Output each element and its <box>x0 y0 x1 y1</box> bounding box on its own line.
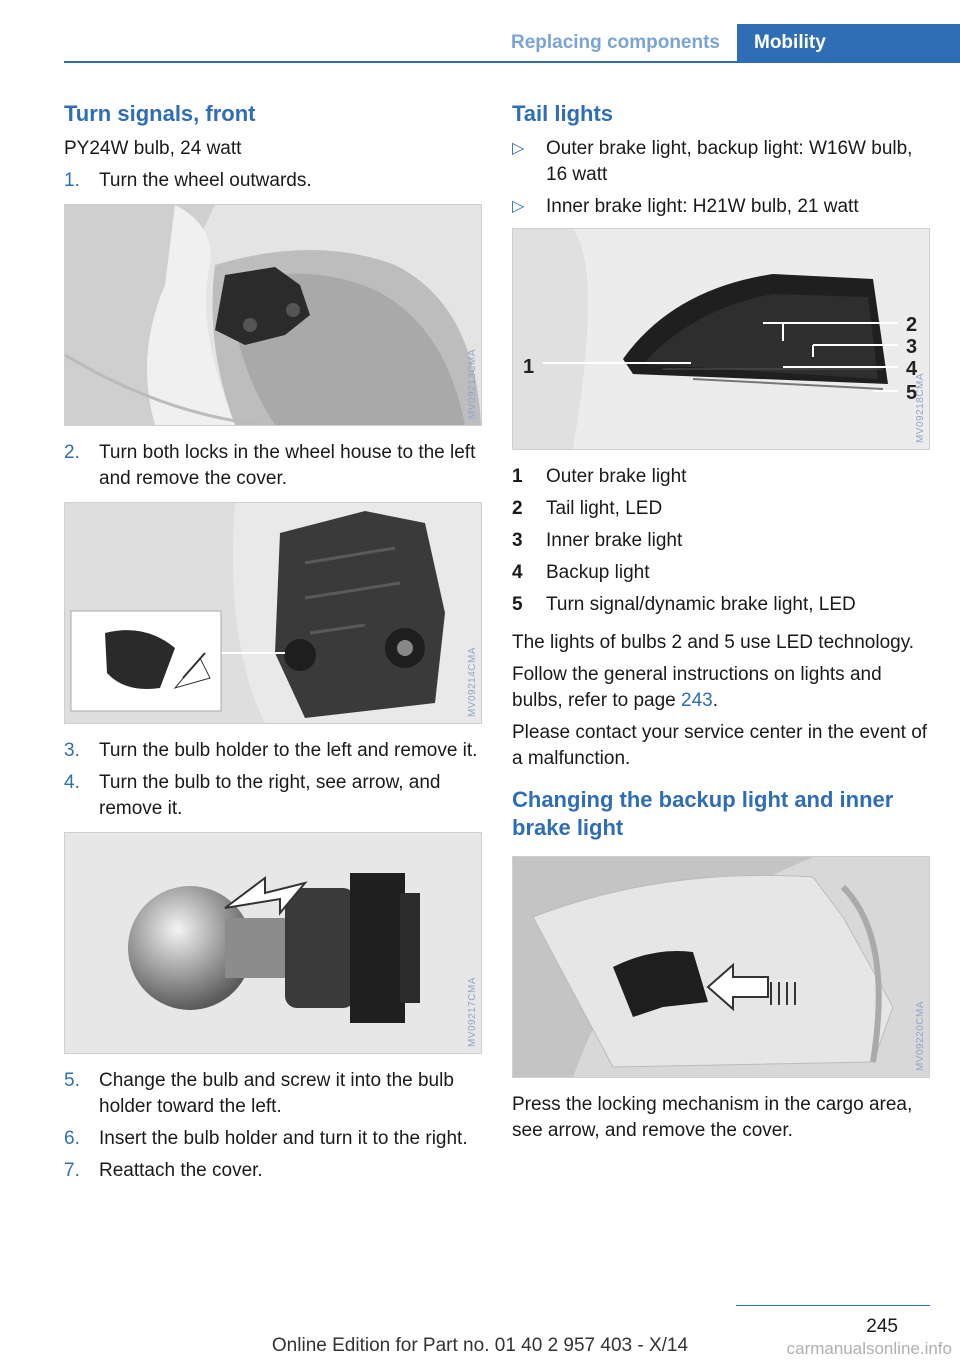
figure-bulb: MV09217CMA <box>64 832 482 1054</box>
legend-number: 3 <box>512 530 523 551</box>
tail-light-legend: 1 Outer brake light 2 Tail light, LED 3 Inn… <box>512 464 930 618</box>
legend-item: 2 Tail light, LED <box>512 496 930 522</box>
service-note: Please contact your service center in th… <box>512 722 928 769</box>
steps-list-4: 5. Change the bulb and screw it into the … <box>64 1068 484 1184</box>
general-instructions-end: . <box>712 690 718 711</box>
footer-rule <box>736 1305 930 1306</box>
figure-wheel-house-cover: MV09214CMA <box>64 502 482 724</box>
cover-illustration <box>65 503 481 723</box>
figure-code: MV09213CMA <box>467 348 478 419</box>
led-note: The lights of bulbs 2 and 5 use LED tech… <box>512 632 915 653</box>
legend-number: 4 <box>512 562 523 583</box>
step-number: 5. <box>64 1070 80 1091</box>
steps-list-3: 3. Turn the bulb holder to the left and r… <box>64 738 484 822</box>
list-item: 6. Insert the bulb holder and turn it to … <box>64 1126 484 1152</box>
list-item: ▷ Inner brake light: H21W bulb, 21 watt <box>512 194 930 220</box>
legend-item: 3 Inner brake light <box>512 528 930 554</box>
left-column: Turn signals, front PY24W bulb, 24 watt … <box>64 100 484 1190</box>
cargo-instruction: Press the locking mechanism in the cargo… <box>512 1094 913 1141</box>
step-number: 3. <box>64 740 80 761</box>
figure-code: MV09220CMA <box>915 1000 926 1071</box>
list-item: 2. Turn both locks in the wheel house to … <box>64 440 484 492</box>
general-instructions-text: Follow the general instructions on light… <box>512 664 882 711</box>
bullet-text: Outer brake light, backup light: W16W bu… <box>546 138 913 185</box>
list-item: ▷ Outer brake light, backup light: W16W b… <box>512 136 930 188</box>
triangle-bullet-icon: ▷ <box>512 198 525 215</box>
step-text: Reattach the cover. <box>99 1160 263 1181</box>
step-number: 2. <box>64 442 80 463</box>
list-item: 4. Turn the bulb to the right, see arrow,… <box>64 770 484 822</box>
subsection-title-backup-light: Changing the backup light and inner brak… <box>512 787 894 840</box>
section-title-tail-lights: Tail lights <box>512 101 614 126</box>
legend-text: Backup light <box>546 562 650 583</box>
legend-text: Turn signal/dynamic brake light, LED <box>546 594 856 615</box>
figure-code: MV09214CMA <box>467 646 478 717</box>
page-number: 245 <box>866 1316 898 1337</box>
triangle-bullet-icon: ▷ <box>512 140 525 157</box>
legend-text: Inner brake light <box>546 530 683 551</box>
wheel-arch-illustration <box>65 205 481 425</box>
legend-text: Outer brake light <box>546 466 687 487</box>
legend-item: 5 Turn signal/dynamic brake light, LED <box>512 592 930 618</box>
general-instructions: Follow the general instructions on light… <box>512 662 930 714</box>
legend-text: Tail light, LED <box>546 498 663 519</box>
list-item: 3. Turn the bulb holder to the left and r… <box>64 738 484 764</box>
callout-2: 2 <box>906 314 917 336</box>
step-text: Turn the wheel outwards. <box>99 170 312 191</box>
legend-item: 1 Outer brake light <box>512 464 930 490</box>
right-column: Tail lights ▷ Outer brake light, backup l… <box>512 100 930 1144</box>
list-item: 1. Turn the wheel outwards. <box>64 168 484 194</box>
callout-5: 5 <box>906 382 917 404</box>
callout-3: 3 <box>906 336 917 358</box>
step-text: Turn the bulb holder to the left and rem… <box>99 740 478 761</box>
step-text: Insert the bulb holder and turn it to th… <box>99 1128 468 1149</box>
step-number: 1. <box>64 170 80 191</box>
legend-number: 2 <box>512 498 523 519</box>
figure-code: MV09218CMA <box>915 372 926 443</box>
section-title-turn-signals: Turn signals, front <box>64 101 256 126</box>
callout-1: 1 <box>523 356 534 378</box>
header-rule <box>64 61 960 63</box>
step-number: 6. <box>64 1128 80 1149</box>
online-edition-text: Online Edition for Part no. 01 40 2 957 … <box>271 1335 689 1356</box>
figure-tail-light: 1 2 3 4 5 MV09218CMA <box>512 228 930 450</box>
tail-light-illustration: 1 2 3 4 5 <box>513 229 929 449</box>
step-number: 4. <box>64 772 80 793</box>
legend-number: 5 <box>512 594 523 615</box>
steps-list-2: 2. Turn both locks in the wheel house to … <box>64 440 484 492</box>
header-section-title: Replacing components <box>510 32 720 53</box>
cargo-area-illustration <box>513 857 929 1077</box>
list-item: 7. Reattach the cover. <box>64 1158 484 1184</box>
header-tab-mobility: Mobility <box>737 24 960 61</box>
figure-wheel-arch: MV09213CMA <box>64 204 482 426</box>
step-text: Turn the bulb to the right, see arrow, a… <box>99 772 441 819</box>
steps-list-1: 1. Turn the wheel outwards. <box>64 168 484 194</box>
bulb-illustration <box>65 833 481 1053</box>
figure-cargo-area: MV09220CMA <box>512 856 930 1078</box>
step-number: 7. <box>64 1160 80 1181</box>
figure-code: MV09217CMA <box>467 976 478 1047</box>
bulb-spec: PY24W bulb, 24 watt <box>64 138 242 159</box>
watermark: carmanualsonline.info <box>786 1339 952 1358</box>
step-text: Turn both locks in the wheel house to th… <box>99 442 476 489</box>
callout-4: 4 <box>906 358 918 380</box>
legend-item: 4 Backup light <box>512 560 930 586</box>
bulb-bullets: ▷ Outer brake light, backup light: W16W b… <box>512 136 930 220</box>
step-text: Change the bulb and screw it into the bu… <box>99 1070 454 1117</box>
page-reference-link[interactable]: 243 <box>681 690 713 711</box>
bullet-text: Inner brake light: H21W bulb, 21 watt <box>546 196 859 217</box>
legend-number: 1 <box>512 466 523 487</box>
list-item: 5. Change the bulb and screw it into the … <box>64 1068 484 1120</box>
